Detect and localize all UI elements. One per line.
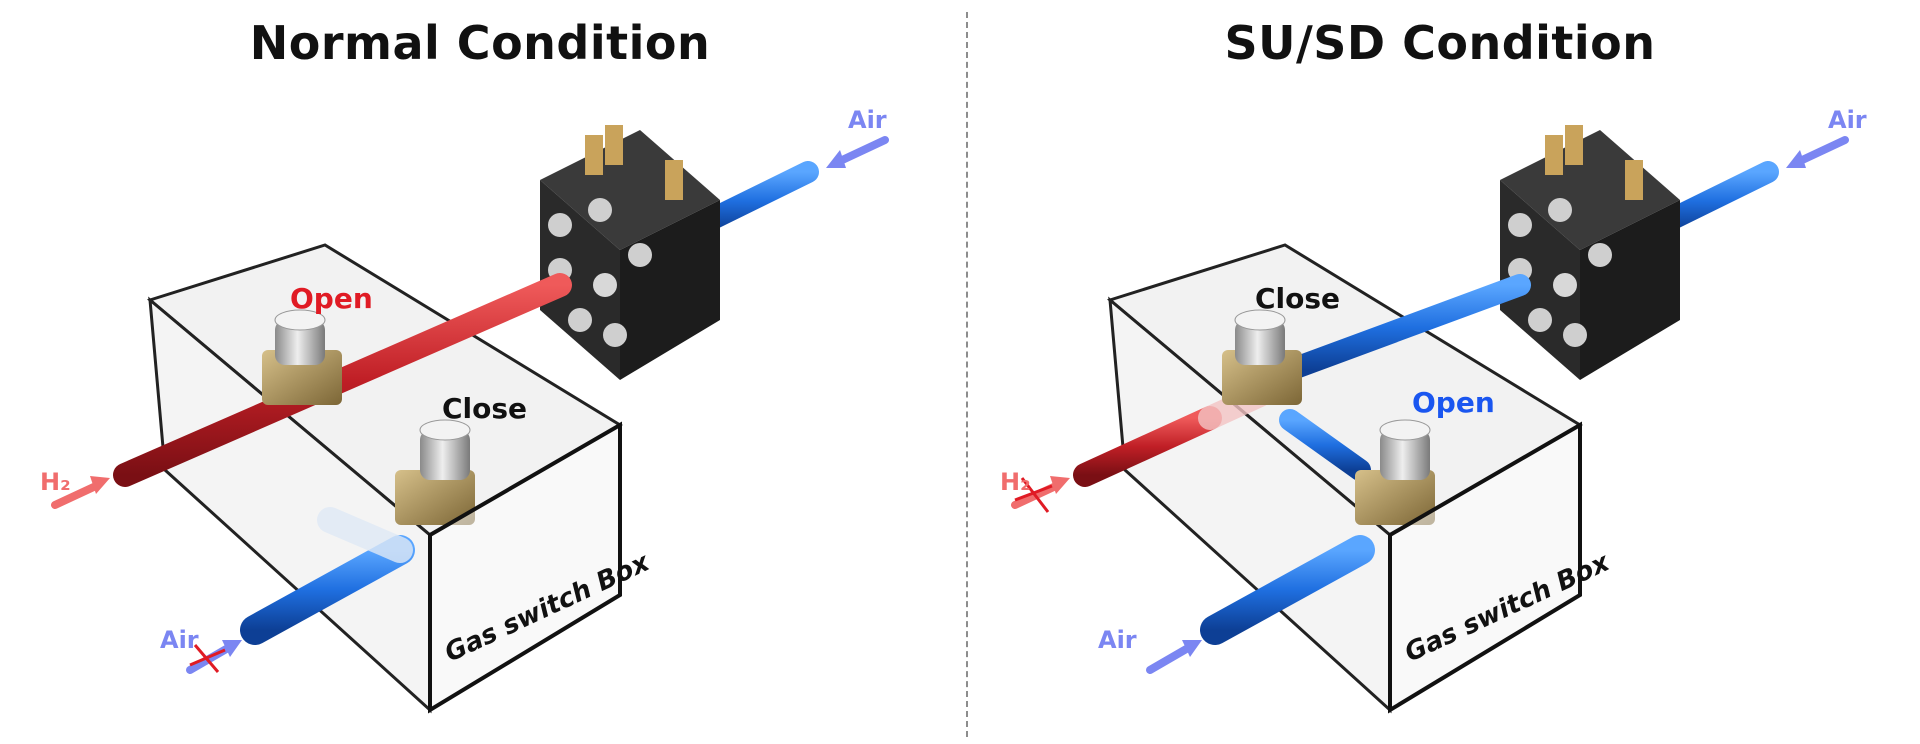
manifold-block	[540, 125, 720, 380]
panel-divider	[966, 12, 968, 737]
valve-bottom-label: Close	[442, 392, 527, 425]
valve-bottom	[1355, 419, 1435, 525]
air-label-top: Air	[848, 106, 887, 134]
air-label-bottom: Air	[160, 626, 199, 654]
diagram-scene: Gas switch Box Close Open H₂ Air Air	[1000, 106, 1867, 714]
h2-arrow	[1011, 476, 1070, 513]
air-arrow-top	[826, 136, 889, 168]
air-arrow-top	[1786, 136, 1849, 168]
h2-label: H₂	[1000, 468, 1031, 496]
panel-title: SU/SD Condition	[1224, 16, 1656, 70]
air-arrow-bottom	[1146, 640, 1202, 674]
air-label-top: Air	[1828, 106, 1867, 134]
h2-arrow	[51, 476, 110, 509]
blocked-cross-icon	[1020, 477, 1050, 513]
manifold-block	[1500, 125, 1680, 380]
panel-title: Normal Condition	[249, 16, 711, 70]
h2-label: H₂	[40, 468, 71, 496]
valve-bottom	[395, 419, 475, 525]
h2-pipe	[1073, 406, 1222, 487]
diagram-scene: Gas switch Box Open Close H₂ Air Air	[40, 106, 889, 714]
box-front-face	[428, 421, 622, 714]
valve-top	[1222, 309, 1302, 405]
valve-top	[262, 309, 342, 405]
valve-bottom-label: Open	[1412, 386, 1495, 419]
air-arrow-bottom	[186, 640, 242, 674]
air-pipe-bottom	[240, 535, 415, 645]
panel-normal-condition: Normal Condition	[40, 16, 889, 714]
air-label-bottom: Air	[1098, 626, 1137, 654]
box-front-face	[1388, 421, 1582, 714]
air-bypass-pipe	[1279, 274, 1531, 381]
h2-pipe	[113, 273, 572, 487]
valve-top-label: Close	[1255, 282, 1340, 315]
panel-su-sd-condition: SU/SD Condition	[960, 0, 1920, 744]
air-pipe-bottom	[1200, 535, 1375, 645]
valve-top-label: Open	[290, 282, 373, 315]
